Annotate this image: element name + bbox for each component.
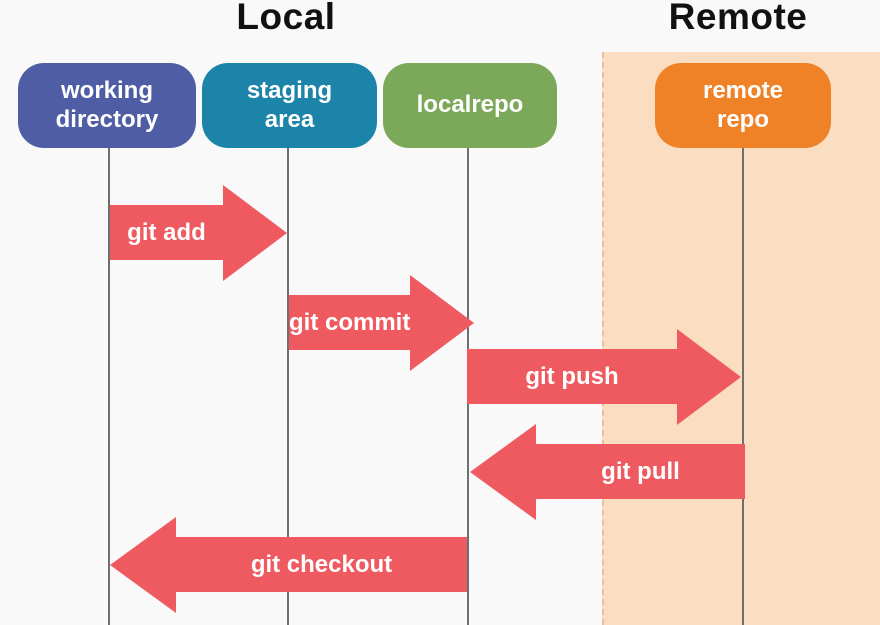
lifeline-staging-area bbox=[287, 147, 289, 625]
node-staging-area: staging area bbox=[202, 63, 377, 148]
arrow-git-commit-label: git commit bbox=[289, 295, 411, 350]
arrow-git-checkout: git checkout bbox=[110, 516, 467, 613]
arrow-right-icon bbox=[677, 328, 741, 425]
arrow-git-push-label: git push bbox=[467, 349, 677, 404]
arrow-git-add: git add bbox=[110, 184, 287, 281]
node-remote-repo: remote repo bbox=[655, 63, 831, 148]
arrow-git-push: git push bbox=[467, 328, 741, 425]
lifeline-working-directory bbox=[108, 147, 110, 625]
arrow-left-icon bbox=[470, 423, 536, 520]
arrow-git-commit: git commit bbox=[289, 274, 475, 371]
node-working-directory: working directory bbox=[18, 63, 196, 148]
node-local-repo: localrepo bbox=[383, 63, 557, 148]
remote-section-title: Remote bbox=[668, 0, 808, 37]
lifeline-remote-repo bbox=[742, 147, 744, 625]
arrow-left-icon bbox=[110, 516, 176, 613]
arrow-git-pull: git pull bbox=[470, 423, 745, 520]
arrow-git-add-label: git add bbox=[110, 205, 223, 260]
arrow-right-icon bbox=[410, 274, 475, 371]
arrow-git-checkout-label: git checkout bbox=[176, 537, 467, 592]
arrow-right-icon bbox=[223, 184, 287, 281]
local-section-title: Local bbox=[236, 0, 336, 37]
arrow-git-pull-label: git pull bbox=[536, 444, 745, 499]
